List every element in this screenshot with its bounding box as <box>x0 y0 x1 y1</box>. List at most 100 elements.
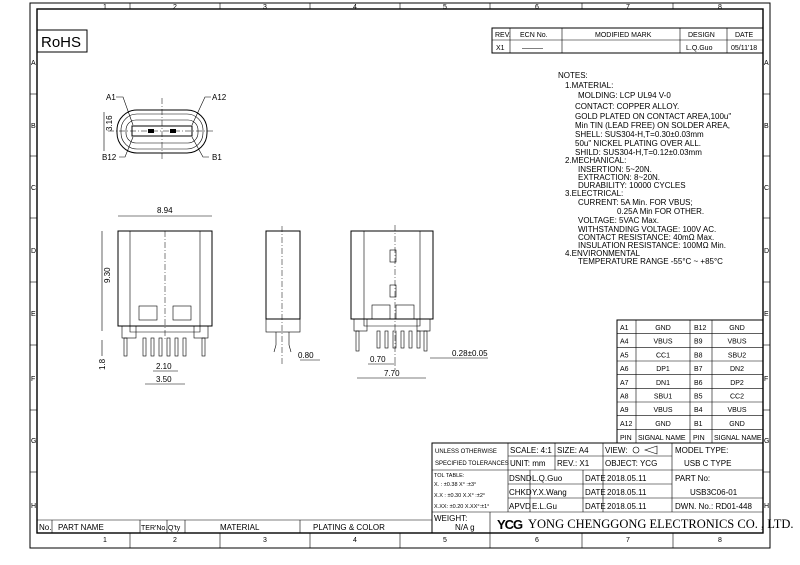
rev-value: X1 <box>496 45 505 52</box>
dim-0-80: 0.80 <box>298 351 314 360</box>
front-view: 8.94 9.30 1.8 2.10 3.50 <box>98 206 213 385</box>
pin-id: B5 <box>694 394 703 401</box>
note-line: 3.ELECTRICAL: <box>565 189 623 198</box>
col-label: 3 <box>263 4 267 11</box>
pin-id: A1 <box>620 325 629 332</box>
checker: Y.X.Wang <box>532 488 567 497</box>
signal-name: DP2 <box>730 380 744 387</box>
label-b12: B12 <box>102 153 117 162</box>
col-label: 2 <box>173 4 177 11</box>
signal-name: GND <box>655 325 671 332</box>
col-plating-color: PLATING & COLOR <box>313 523 385 532</box>
designer: L.Q.Guo <box>532 474 563 483</box>
row-label: F <box>31 376 35 383</box>
ecn-value: ——— <box>522 45 543 52</box>
note-line: MOLDING: LCP UL94 V-0 <box>578 91 671 100</box>
dim-2-10: 2.10 <box>156 362 172 371</box>
weight: N/A g <box>455 523 475 532</box>
design-date: 2018.05.11 <box>607 474 647 483</box>
side-view: 0.80 <box>265 226 320 365</box>
date-header: DATE <box>735 32 753 39</box>
size: SIZE: A4 <box>557 446 589 455</box>
col-label: 3 <box>263 537 267 544</box>
note-line: 1.MATERIAL: <box>565 81 613 90</box>
projection-circle-icon <box>632 446 640 454</box>
signal-name: VBUS <box>727 407 746 414</box>
signal-name: GND <box>655 421 671 428</box>
design-header: DESIGN <box>688 32 715 39</box>
ecn-header: ECN No. <box>520 32 548 39</box>
signal-name: SBU1 <box>654 394 672 401</box>
note-line: 50u" NICKEL PLATING OVER ALL. <box>575 139 701 148</box>
label-b1: B1 <box>212 153 222 162</box>
part-no-label: PART No: <box>675 474 710 483</box>
notes: NOTES: 1.MATERIAL: MOLDING: LCP UL94 V-0… <box>558 71 731 266</box>
note-line: Min TIN (LEAD FREE) ON SOLDER AREA, <box>575 121 730 130</box>
col-label: 6 <box>535 4 539 11</box>
note-line: SHILD: SUS304-H,T=0.12±0.03mm <box>575 148 702 157</box>
row-labels: A B C D E F G H A B C D E F G H <box>31 60 769 510</box>
chkd-label: CHKD <box>509 488 532 497</box>
design-value: L.Q.Guo <box>686 45 713 52</box>
note-line: DURABILITY: 10000 CYCLES <box>578 181 686 190</box>
pin-id: B6 <box>694 380 703 387</box>
col-label: 8 <box>718 537 722 544</box>
dim-3-50: 3.50 <box>156 375 172 384</box>
note-line: INSERTION: 5~20N. <box>578 165 652 174</box>
row-label: H <box>31 503 36 510</box>
apvd-label: APVD <box>509 502 531 511</box>
row-label: B <box>764 123 769 130</box>
tol-row: X.X : ±0.30 X.X° :±2° <box>434 493 485 499</box>
note-line: SHELL: SUS304-H,T=0.30±0.03mm <box>575 130 704 139</box>
signal-name: VBUS <box>653 407 672 414</box>
signal-name-header: SIGNAL NAME <box>638 435 686 442</box>
view-label: VIEW: <box>605 446 628 455</box>
row-label: E <box>764 311 769 318</box>
unit: UNIT: mm <box>510 459 546 468</box>
pin-id: A4 <box>620 339 629 346</box>
note-line: CONTACT: COPPER ALLOY. <box>575 102 679 111</box>
note-line: CONTACT RESISTANCE: 40mΩ Max. <box>578 233 714 242</box>
rohs-box <box>36 29 88 53</box>
signal-name-header: SIGNAL NAME <box>714 435 762 442</box>
col-label: 5 <box>443 4 447 11</box>
column-labels-top: 1 2 3 4 5 6 7 8 <box>103 4 722 11</box>
rev-header: REV. <box>495 32 511 39</box>
label-a1: A1 <box>106 93 116 102</box>
tol-row: X. : ±0.38 X° :±3° <box>434 482 476 488</box>
pin-id: B8 <box>694 352 703 359</box>
tol-row: X.XX: ±0.20 X.XX°:±1° <box>434 504 489 510</box>
pin-id: B1 <box>694 421 703 428</box>
row-label: C <box>31 185 36 192</box>
note-line: EXTRACTION: 8~20N. <box>578 173 660 182</box>
row-label: H <box>764 503 769 510</box>
weight-label: WEIGHT: <box>434 514 467 523</box>
col-label: 8 <box>718 4 722 11</box>
signal-name: VBUS <box>653 339 672 346</box>
object: OBJECT: YCG <box>605 459 657 468</box>
note-line: 0.25A Min FOR OTHER. <box>617 207 704 216</box>
approver: E.L.Gu <box>532 502 557 511</box>
dim-pin-length: 1.8 <box>98 358 107 370</box>
note-line: CURRENT: 5A Min. FOR VBUS; <box>578 198 693 207</box>
dim-height-3-16: 3.16 <box>105 115 114 131</box>
tolerance-note: SPECIFIED TOLERANCES <box>435 461 509 467</box>
drawing-no: DWN. No.: RD01-448 <box>675 502 752 511</box>
row-label: G <box>764 438 769 445</box>
inner-border <box>36 8 764 534</box>
pin-header: PIN <box>620 435 632 442</box>
row-label: D <box>31 248 36 255</box>
signal-name: DN1 <box>656 380 670 387</box>
front-view-receptacle: 3.16 A1 A12 B12 B1 <box>102 93 227 162</box>
pin-id: A9 <box>620 407 629 414</box>
note-line: NOTES: <box>558 71 588 80</box>
revision-table: REV. ECN No. MODIFIED MARK DESIGN DATE X… <box>491 27 764 54</box>
note-line: WITHSTANDING VOLTAGE: 100V AC. <box>578 225 716 234</box>
pin-id: A6 <box>620 366 629 373</box>
col-ter-no: TER'No. <box>141 525 167 532</box>
col-label: 4 <box>353 4 357 11</box>
title-block: UNLESS OTHERWISE SPECIFIED TOLERANCES TO… <box>431 442 794 534</box>
row-label: F <box>764 376 768 383</box>
note-line: GOLD PLATED ON CONTACT AREA,100u" <box>575 112 731 121</box>
